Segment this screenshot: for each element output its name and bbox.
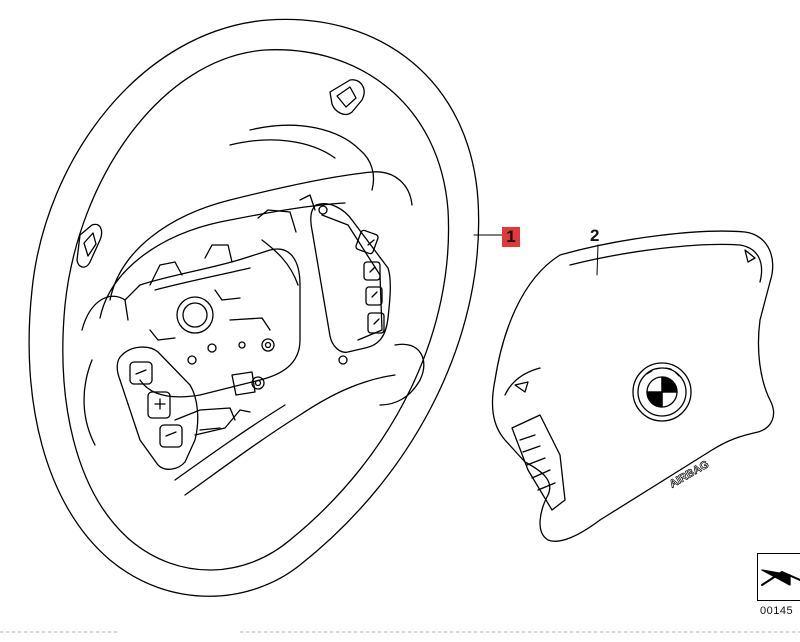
horn-icon-right xyxy=(744,249,756,263)
reference-box xyxy=(757,553,800,601)
folded-corner-icon xyxy=(761,569,800,586)
airbag-embossed-label: AIRBAG xyxy=(668,459,712,491)
wheel-left-button xyxy=(76,223,103,268)
callout-part-1: 1 xyxy=(502,227,520,247)
leader-line-2 xyxy=(596,244,599,276)
airbag-module: AIRBAG xyxy=(491,230,775,542)
wheel-lower-spoke xyxy=(184,374,396,496)
left-switch-cluster xyxy=(116,346,199,470)
reference-code: 00145 xyxy=(760,605,794,617)
airbag-connector xyxy=(511,414,566,511)
bmw-roundel-icon xyxy=(632,362,692,422)
wheel-rim-outer xyxy=(28,18,480,597)
airbag-cover-outline xyxy=(491,230,775,542)
horn-icon-left xyxy=(514,381,529,393)
wheel-top-button xyxy=(329,79,365,116)
hub-boss xyxy=(176,296,214,334)
right-switch-cluster xyxy=(310,203,391,353)
callout-part-2: 2 xyxy=(590,226,600,245)
steering-wheel xyxy=(28,18,480,597)
wheel-upper-spoke xyxy=(109,171,413,301)
wheel-rim-inner xyxy=(62,49,450,571)
hub-housing xyxy=(124,248,301,398)
